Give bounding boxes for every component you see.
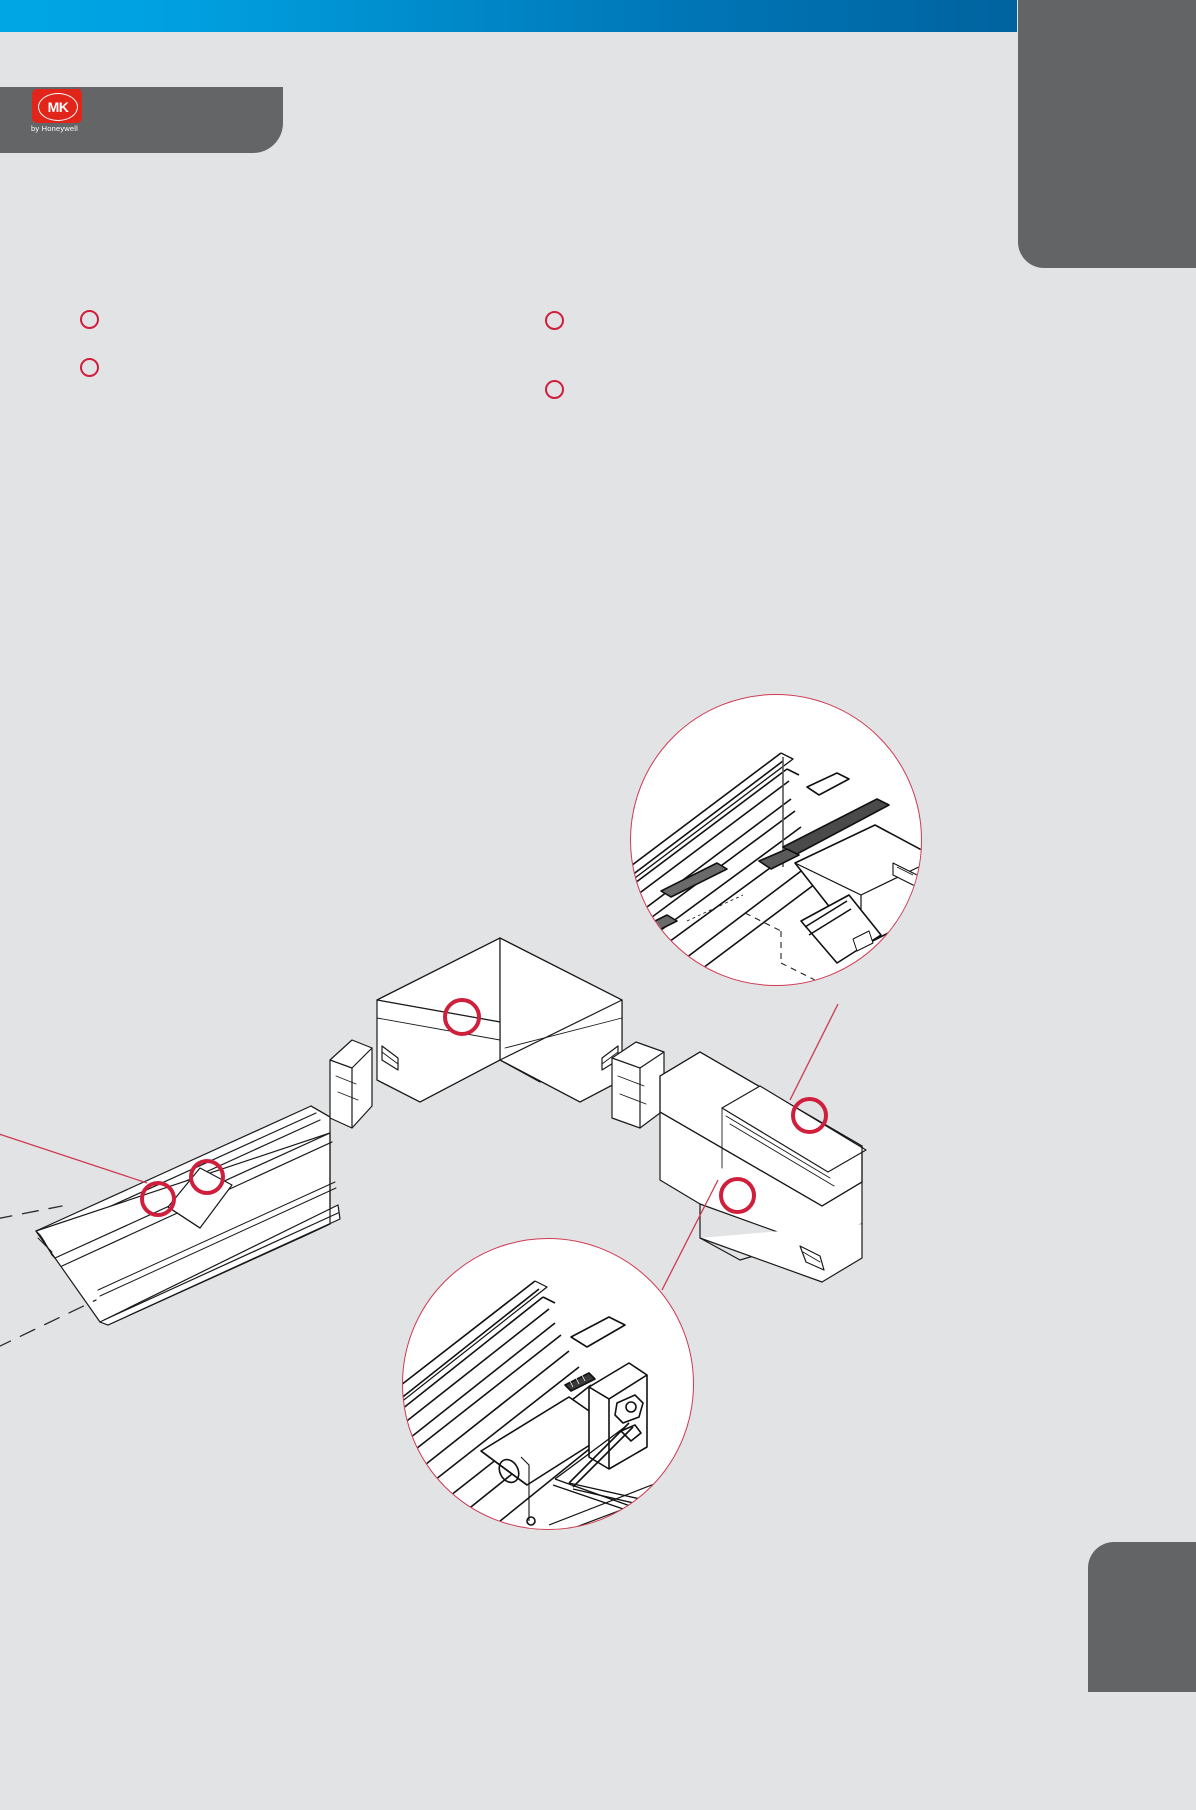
list-item	[80, 310, 111, 329]
marker-right-trunking-low-label	[723, 1181, 752, 1210]
left-coupler-piece	[329, 1039, 373, 1129]
mk-logo-oval: MK	[38, 93, 78, 121]
right-trunking-body	[659, 1051, 867, 1283]
top-accent-bar	[0, 0, 1017, 32]
mk-logo-mark: MK ®	[32, 88, 82, 123]
bullet-marker-icon	[80, 310, 99, 329]
corner-fitting	[376, 937, 623, 1103]
inset-detail-top	[630, 694, 922, 986]
left-trunking-body	[35, 1105, 341, 1326]
mk-logo-text: MK	[47, 99, 69, 115]
marker-left-trunking-b-label	[193, 1163, 221, 1191]
bullet-marker-icon	[545, 380, 564, 399]
marker-right-trunking-top[interactable]	[791, 1097, 828, 1134]
section-tab-bottom[interactable]	[1088, 1542, 1196, 1692]
bullet-marker-icon	[80, 358, 99, 377]
callout-leader-lines	[0, 1003, 839, 1291]
marker-corner-piece-label	[447, 1002, 477, 1032]
marker-left-trunking-a[interactable]	[140, 1181, 176, 1217]
marker-left-trunking-b[interactable]	[189, 1159, 225, 1195]
list-item	[545, 380, 576, 399]
list-item	[545, 311, 576, 330]
right-coupler-piece	[611, 1041, 665, 1129]
catalogue-page: MK ® by Honeywell	[0, 0, 1196, 1692]
section-tab-top[interactable]	[1018, 0, 1196, 268]
mk-logo-byline: by Honeywell	[31, 124, 79, 133]
inset-detail-bottom	[402, 1238, 694, 1530]
bullet-marker-icon	[545, 311, 564, 330]
list-item	[80, 358, 111, 377]
marker-left-trunking-a-label	[144, 1185, 172, 1213]
marker-corner-piece[interactable]	[443, 998, 481, 1036]
mk-logo: MK ® by Honeywell	[31, 88, 82, 133]
registered-trademark-icon: ®	[76, 88, 81, 94]
construction-dashed-line	[0, 1205, 97, 1347]
marker-right-trunking-top-label	[795, 1101, 824, 1130]
marker-right-trunking-low[interactable]	[719, 1177, 756, 1214]
